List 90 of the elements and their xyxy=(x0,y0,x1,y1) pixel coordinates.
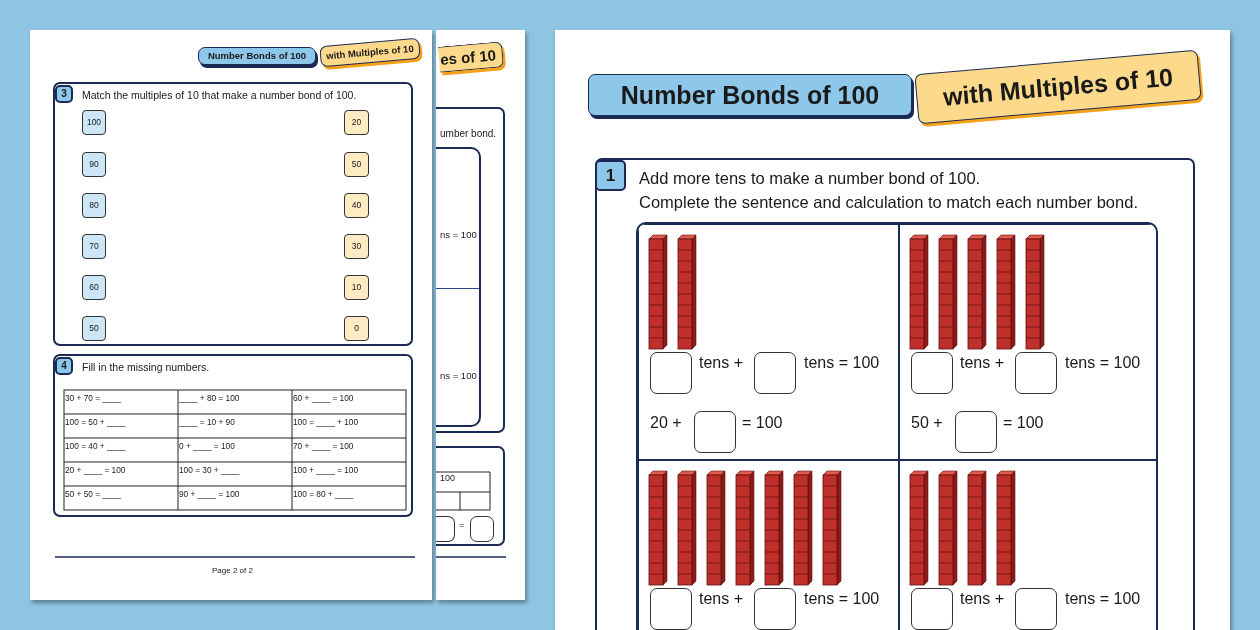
question-panel xyxy=(595,158,1195,630)
number-card xyxy=(344,110,369,135)
number-card xyxy=(82,152,106,177)
equation-text: 100 = 40 + ____ xyxy=(65,442,126,452)
number: 70 xyxy=(89,241,99,252)
number: 0 xyxy=(354,323,359,334)
equation-text: tens + xyxy=(699,590,744,609)
equation-text: tens + xyxy=(960,590,1005,609)
title-banner xyxy=(198,47,316,65)
equation-text: = 100 xyxy=(742,414,783,433)
subtitle-banner xyxy=(438,41,504,73)
number-card xyxy=(82,316,106,341)
number: 20 xyxy=(351,117,362,128)
subtitle-text: with Multiples of 10 xyxy=(325,43,415,62)
equation-text: 100 = 30 + ____ xyxy=(179,466,240,476)
question-number-badge xyxy=(595,160,626,191)
number-card xyxy=(344,234,369,259)
answer-panel xyxy=(899,224,1156,460)
instruction-text: Fill in the missing numbers. xyxy=(82,361,210,374)
question-panel xyxy=(53,354,413,517)
question-panel xyxy=(436,107,505,433)
title-banner xyxy=(588,74,912,116)
number: 30 xyxy=(351,241,362,252)
equation-text: tens + xyxy=(960,354,1005,373)
equation-text: 100 = 50 + ____ xyxy=(65,418,126,428)
equation-text: 60 + ____ = 100 xyxy=(293,394,354,404)
number: 50 xyxy=(351,159,362,170)
question-number-badge xyxy=(55,357,73,375)
equation-text: tens = 100 xyxy=(804,354,880,373)
number-card xyxy=(82,193,106,218)
equation-text: 20 + xyxy=(650,414,682,433)
answer-panel xyxy=(899,460,1156,630)
instruction-text: Add more tens to make a number bond of 100. xyxy=(639,169,981,188)
question-panel xyxy=(436,446,505,546)
answer-panel xyxy=(638,224,899,460)
worksheet-page xyxy=(555,30,1230,630)
answer-grid xyxy=(636,222,1158,630)
question-number: 1 xyxy=(605,165,616,186)
worksheet-page xyxy=(30,30,432,600)
number-card xyxy=(344,193,369,218)
number-card xyxy=(82,110,106,135)
subtitle-text: es of 10 xyxy=(439,46,497,69)
number: 50 xyxy=(89,323,99,334)
table-value: 100 xyxy=(440,473,456,484)
title-text: Number Bonds of 100 xyxy=(620,80,880,110)
equation-text: tens = 100 xyxy=(1065,590,1141,609)
equation-text: ns = 100 xyxy=(440,230,477,241)
equation-text: 90 + ____ = 100 xyxy=(179,490,240,500)
equation-text: 70 + ____ = 100 xyxy=(293,442,354,452)
number-card xyxy=(344,316,369,341)
equation-text: ____ = 10 + 90 xyxy=(179,418,235,428)
question-number: 4 xyxy=(61,360,67,372)
equation-text: 50 + xyxy=(911,414,943,433)
number-card xyxy=(82,275,106,300)
answer-grid xyxy=(436,147,481,427)
number: 40 xyxy=(351,200,362,211)
question-panel xyxy=(53,82,413,346)
equation-text: 30 + 70 = ____ xyxy=(65,394,121,404)
equation-text: 100 + ____ = 100 xyxy=(293,466,359,476)
equation-text: = 100 xyxy=(1003,414,1044,433)
question-number-badge xyxy=(55,85,73,103)
equation-text: 50 + 50 = ____ xyxy=(65,490,121,500)
equation-text: tens + xyxy=(699,354,744,373)
number: 10 xyxy=(351,282,362,293)
instruction-text: Match the multiples of 10 that make a number bond of 100. xyxy=(82,89,357,102)
equation-text: 100 = ____ + 100 xyxy=(293,418,359,428)
equation-text: tens = 100 xyxy=(1065,354,1141,373)
question-number: 3 xyxy=(61,88,67,100)
number: 100 xyxy=(86,117,102,128)
instruction-text: umber bond. xyxy=(440,128,497,140)
equation-text: tens = 100 xyxy=(804,590,880,609)
title-text: Number Bonds of 100 xyxy=(207,50,307,62)
equation-text: 0 + ____ = 100 xyxy=(179,442,235,452)
number: 60 xyxy=(89,282,99,293)
worksheet-page xyxy=(436,30,525,600)
number: 80 xyxy=(89,200,99,211)
subtitle-text: with Multiples of 10 xyxy=(941,62,1175,112)
instruction-text: Complete the sentence and calculation to match each number bond. xyxy=(639,193,1138,212)
equals-sign: = xyxy=(459,520,465,531)
equation-text: ____ + 80 = 100 xyxy=(179,394,240,404)
equation-text: 20 + ____ = 100 xyxy=(65,466,126,476)
subtitle-banner xyxy=(319,37,421,68)
page-number: Page 2 of 2 xyxy=(212,566,253,576)
number: 90 xyxy=(89,159,99,170)
answer-panel xyxy=(638,460,899,630)
equation-text: 100 = 80 + ____ xyxy=(293,490,354,500)
number-card xyxy=(344,275,369,300)
number-card xyxy=(344,152,369,177)
number-card xyxy=(82,234,106,259)
equation-text: ns = 100 xyxy=(440,371,477,382)
